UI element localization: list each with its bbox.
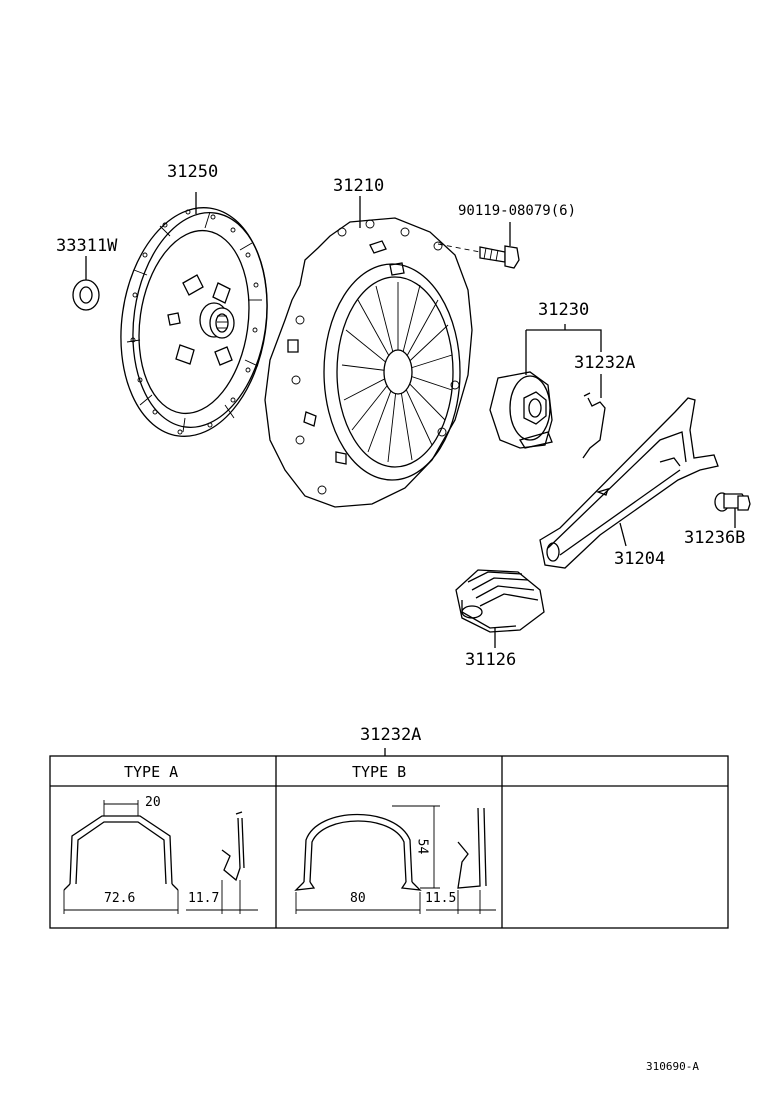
type-b-dim-side: 11.5 bbox=[425, 891, 457, 906]
type-b-label: TYPE B bbox=[352, 763, 407, 781]
type-b-dim-height: 54 bbox=[414, 838, 430, 855]
part-label-clutch-cover: 31210 bbox=[333, 176, 385, 196]
part-label-release-bearing: 31230 bbox=[538, 300, 590, 320]
clutch-disc-drawing bbox=[120, 192, 268, 437]
part-label-pilot-bearing: 33311W bbox=[56, 236, 118, 256]
type-b-dim-width: 80 bbox=[350, 891, 366, 906]
part-label-bolt: 90119-08079(6) bbox=[458, 203, 577, 219]
part-label-release-clip: 31232A bbox=[574, 353, 636, 373]
type-a-dim-width: 72.6 bbox=[104, 891, 136, 906]
part-label-fork-boot: 31126 bbox=[465, 650, 517, 670]
part-label-clutch-disc: 31250 bbox=[167, 162, 219, 182]
pilot-bearing-drawing bbox=[72, 256, 100, 311]
clutch-cover-drawing bbox=[264, 196, 473, 508]
type-b-clip-drawing bbox=[294, 805, 496, 914]
drawing-code: 310690-A bbox=[646, 1060, 699, 1073]
bolt-drawing bbox=[437, 222, 520, 269]
detail-table bbox=[49, 748, 729, 929]
type-a-clip-drawing bbox=[63, 800, 258, 914]
release-bearing-drawing bbox=[489, 324, 602, 449]
part-label-fork-support: 31236B bbox=[684, 528, 746, 548]
fork-support-drawing bbox=[714, 492, 751, 528]
type-a-dim-top: 20 bbox=[145, 795, 161, 810]
part-label-release-fork: 31204 bbox=[614, 549, 666, 569]
fork-boot-drawing bbox=[455, 569, 545, 648]
detail-title: 31232A bbox=[360, 725, 422, 745]
type-a-label: TYPE A bbox=[124, 763, 179, 781]
release-fork-drawing bbox=[539, 397, 719, 569]
type-a-dim-side: 11.7 bbox=[188, 891, 220, 906]
release-clip-drawing bbox=[582, 374, 606, 459]
